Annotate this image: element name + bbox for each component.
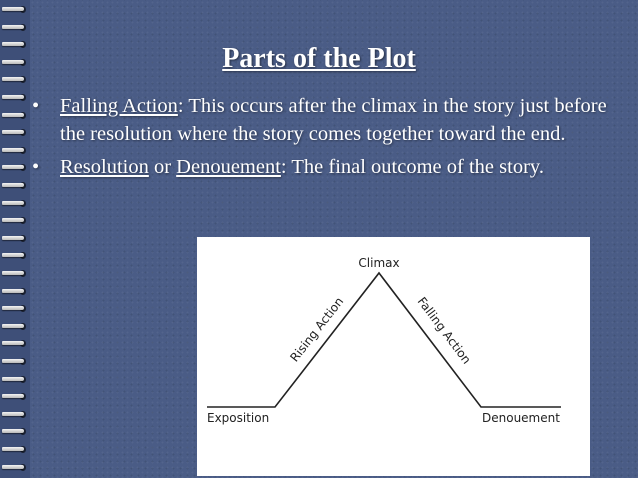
plot-diagram: Climax Rising Action Falling Action Expo… [197,237,590,476]
binding-ring [0,340,28,348]
binding-ring [0,23,28,32]
binding-ring [0,270,28,278]
binding-ring [0,305,28,313]
binding-ring [0,375,28,384]
binding-ring [0,58,28,67]
binding-ring [0,164,28,172]
term-connector: or [148,156,177,178]
binding-ring [0,252,28,260]
term-resolution: Resolution [60,156,149,178]
binding-ring [0,428,28,436]
binding-ring [0,6,28,14]
label-denouement: Denouement [482,411,560,425]
binding-ring [0,94,28,102]
resolution-definition: : The final outcome of the story. [280,156,544,178]
binding-ring [0,287,28,296]
bullet-list: • Falling Action: This occurs after the … [30,92,610,186]
term-falling-action: Falling Action [60,95,178,117]
binding-ring [0,410,28,419]
falling-action-definition: : This occurs after the climax in the st… [60,95,607,145]
bullet-dot-icon: • [32,95,40,117]
binding-ring [0,322,28,331]
binding-ring [0,446,28,454]
binding-ring [0,358,28,366]
binding-ring [0,463,28,472]
bullet-dot-icon: • [32,156,40,178]
label-climax: Climax [358,256,399,270]
binding-ring [0,111,28,120]
binding-ring [0,182,28,190]
binding-ring [0,76,28,84]
binding-ring [0,146,28,155]
binding-ring [0,234,28,243]
binding-ring [0,199,28,208]
bullet-falling-action: • Falling Action: This occurs after the … [30,92,610,148]
spiral-binding [0,0,30,478]
binding-ring [0,217,28,225]
label-exposition: Exposition [207,411,269,425]
binding-ring [0,41,28,49]
binding-ring [0,393,28,401]
slide-title: Parts of the Plot [222,43,416,74]
term-denouement: Denouement [176,156,281,178]
binding-ring [0,129,28,137]
bullet-resolution: • Resolution or Denouement: The final ou… [30,153,610,181]
plot-line [207,271,561,408]
